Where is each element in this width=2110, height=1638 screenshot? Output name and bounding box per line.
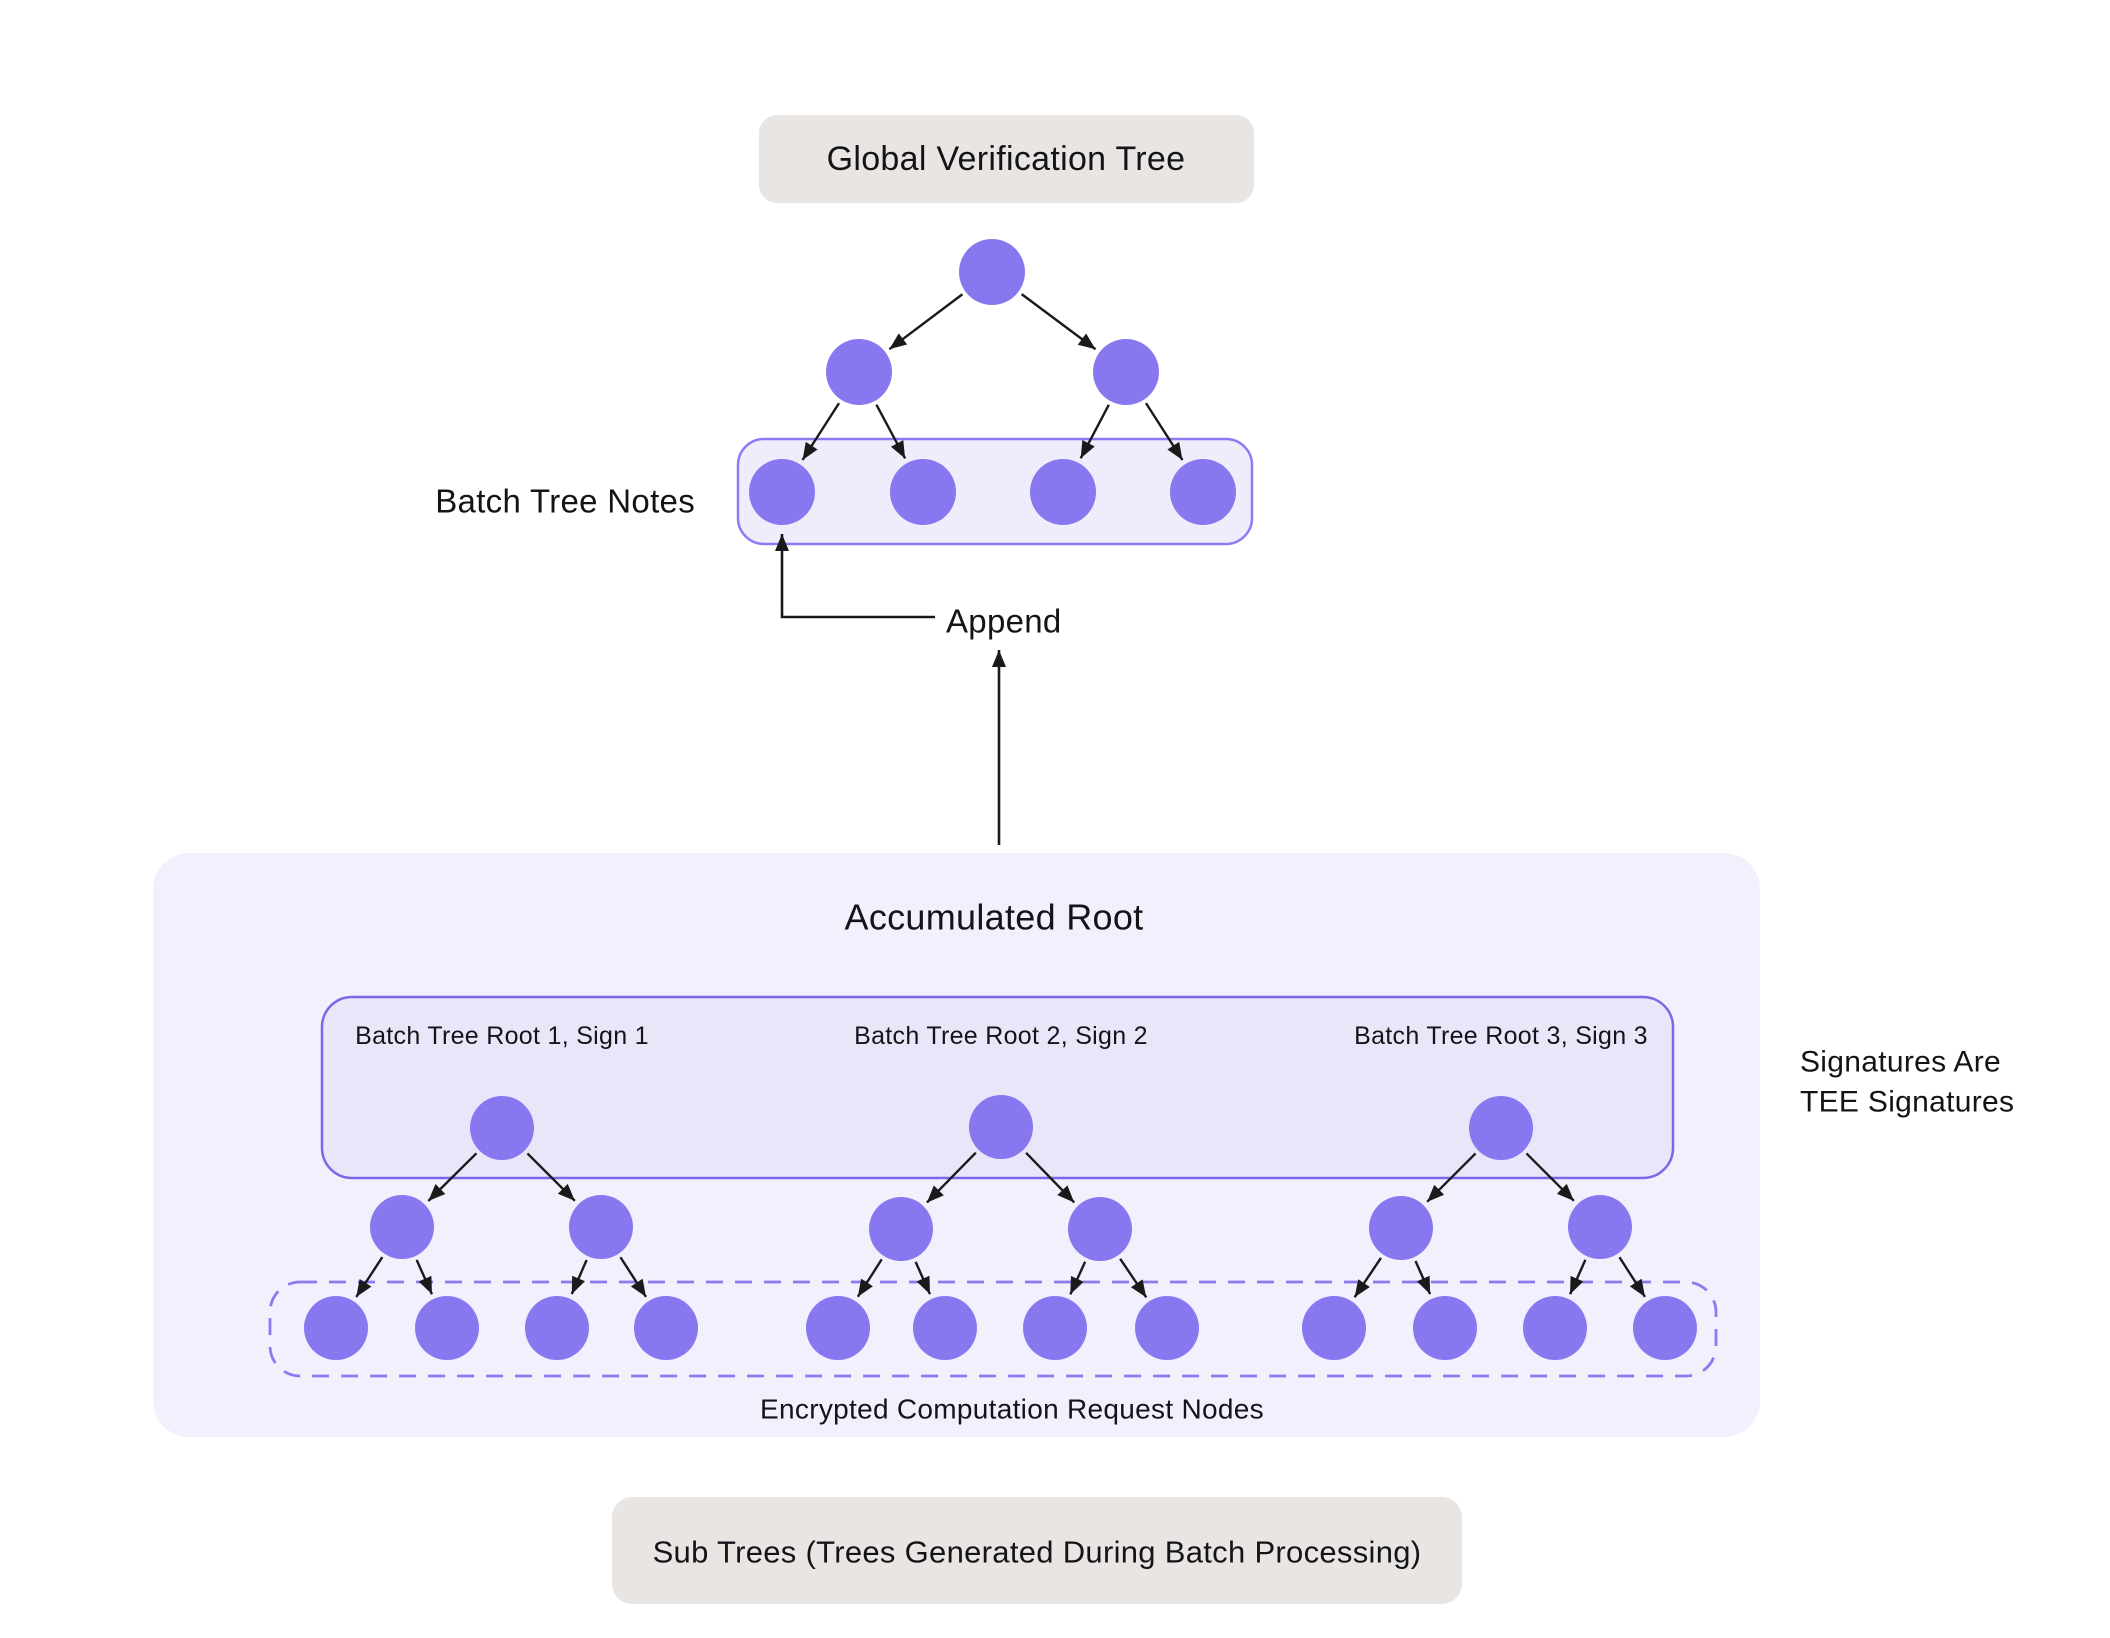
tree-edge-arrow (1353, 1257, 1382, 1298)
tree-edge-arrow (1025, 1151, 1076, 1204)
accumulated-root-label: Accumulated Root (845, 897, 1144, 938)
signatures-note-line2: TEE Signatures (1800, 1086, 2014, 1119)
batch-root-label-2: Batch Tree Root 2, Sign 2 (854, 1022, 1148, 1050)
tree-edge-arrow (1069, 1261, 1087, 1295)
tree-edge-arrow (1525, 1152, 1575, 1202)
tree-node (969, 1095, 1033, 1159)
signatures-note-line1: Signatures Are (1800, 1046, 2001, 1079)
batch-tree-notes-label: Batch Tree Notes (435, 483, 695, 520)
tree-edge-arrow (914, 1261, 932, 1295)
tree-node (749, 459, 815, 525)
tree-node (470, 1096, 534, 1160)
tree-node (913, 1296, 977, 1360)
encrypted-nodes-dashed-box (268, 1280, 1718, 1378)
tree-edge-arrow (856, 1258, 883, 1298)
tree-node (806, 1296, 870, 1360)
sub-trees-title: Sub Trees (Trees Generated During Batch … (653, 1535, 1422, 1570)
tree-edge-arrow (526, 1152, 576, 1202)
tree-node (1093, 339, 1159, 405)
batch-tree-notes-box (736, 437, 1254, 546)
tree-edge-arrow (1119, 1258, 1148, 1299)
encrypted-nodes-label: Encrypted Computation Request Nodes (760, 1394, 1264, 1425)
global-tree-title: Global Verification Tree (827, 140, 1186, 178)
tree-node (1633, 1296, 1697, 1360)
tree-node (415, 1296, 479, 1360)
tree-edge-arrow (355, 1256, 384, 1298)
tree-node (959, 239, 1025, 305)
tree-node (370, 1195, 434, 1259)
append-elbow-arrow (775, 534, 935, 619)
tree-edge-arrow (1426, 1152, 1477, 1203)
tree-node (1523, 1296, 1587, 1360)
tree-node (1369, 1196, 1433, 1260)
tree-layer (304, 239, 1697, 1360)
tree-node (1413, 1296, 1477, 1360)
batch-roots-panel (320, 995, 1675, 1180)
sub-trees-title-box (612, 1497, 1462, 1604)
batch-tree-1 (304, 1096, 698, 1360)
tree-edge-arrow (619, 1256, 647, 1298)
tree-node (634, 1296, 698, 1360)
tree-edge-arrow (801, 402, 841, 461)
batch-root-label-3: Batch Tree Root 3, Sign 3 (1354, 1022, 1648, 1050)
tree-edge-arrow (1144, 402, 1184, 461)
append-label: Append (946, 603, 1062, 640)
tree-edge-arrow (1618, 1256, 1646, 1298)
tree-edge-arrow (1020, 293, 1097, 351)
global-tree-title-box (759, 115, 1254, 203)
tree-edge-arrow (1568, 1259, 1587, 1295)
batch-tree-3 (1302, 1096, 1697, 1360)
tree-edge-arrow (888, 293, 964, 351)
tree-node (1469, 1096, 1533, 1160)
tree-edge-arrow (427, 1152, 478, 1202)
tree-node (1568, 1195, 1632, 1259)
tree-edge-arrow (415, 1259, 434, 1295)
global-verification-tree (749, 239, 1236, 525)
tree-edge-arrow (1414, 1260, 1432, 1295)
tree-node (1302, 1296, 1366, 1360)
tree-node (826, 339, 892, 405)
tree-node (1135, 1296, 1199, 1360)
tree-node (1068, 1197, 1132, 1261)
tree-node (525, 1296, 589, 1360)
tree-node (1170, 459, 1236, 525)
tree-edge-arrow (875, 404, 907, 460)
batch-root-label-1: Batch Tree Root 1, Sign 1 (355, 1022, 649, 1050)
tree-node (569, 1195, 633, 1259)
tree-node (304, 1296, 368, 1360)
tree-edge-arrow (570, 1259, 588, 1295)
tree-node (869, 1197, 933, 1261)
tree-node (1030, 459, 1096, 525)
tree-edge-arrow (1079, 404, 1110, 459)
tree-node (1023, 1296, 1087, 1360)
tree-node (890, 459, 956, 525)
tree-edge-arrow (926, 1151, 977, 1204)
batch-tree-2 (806, 1095, 1199, 1360)
